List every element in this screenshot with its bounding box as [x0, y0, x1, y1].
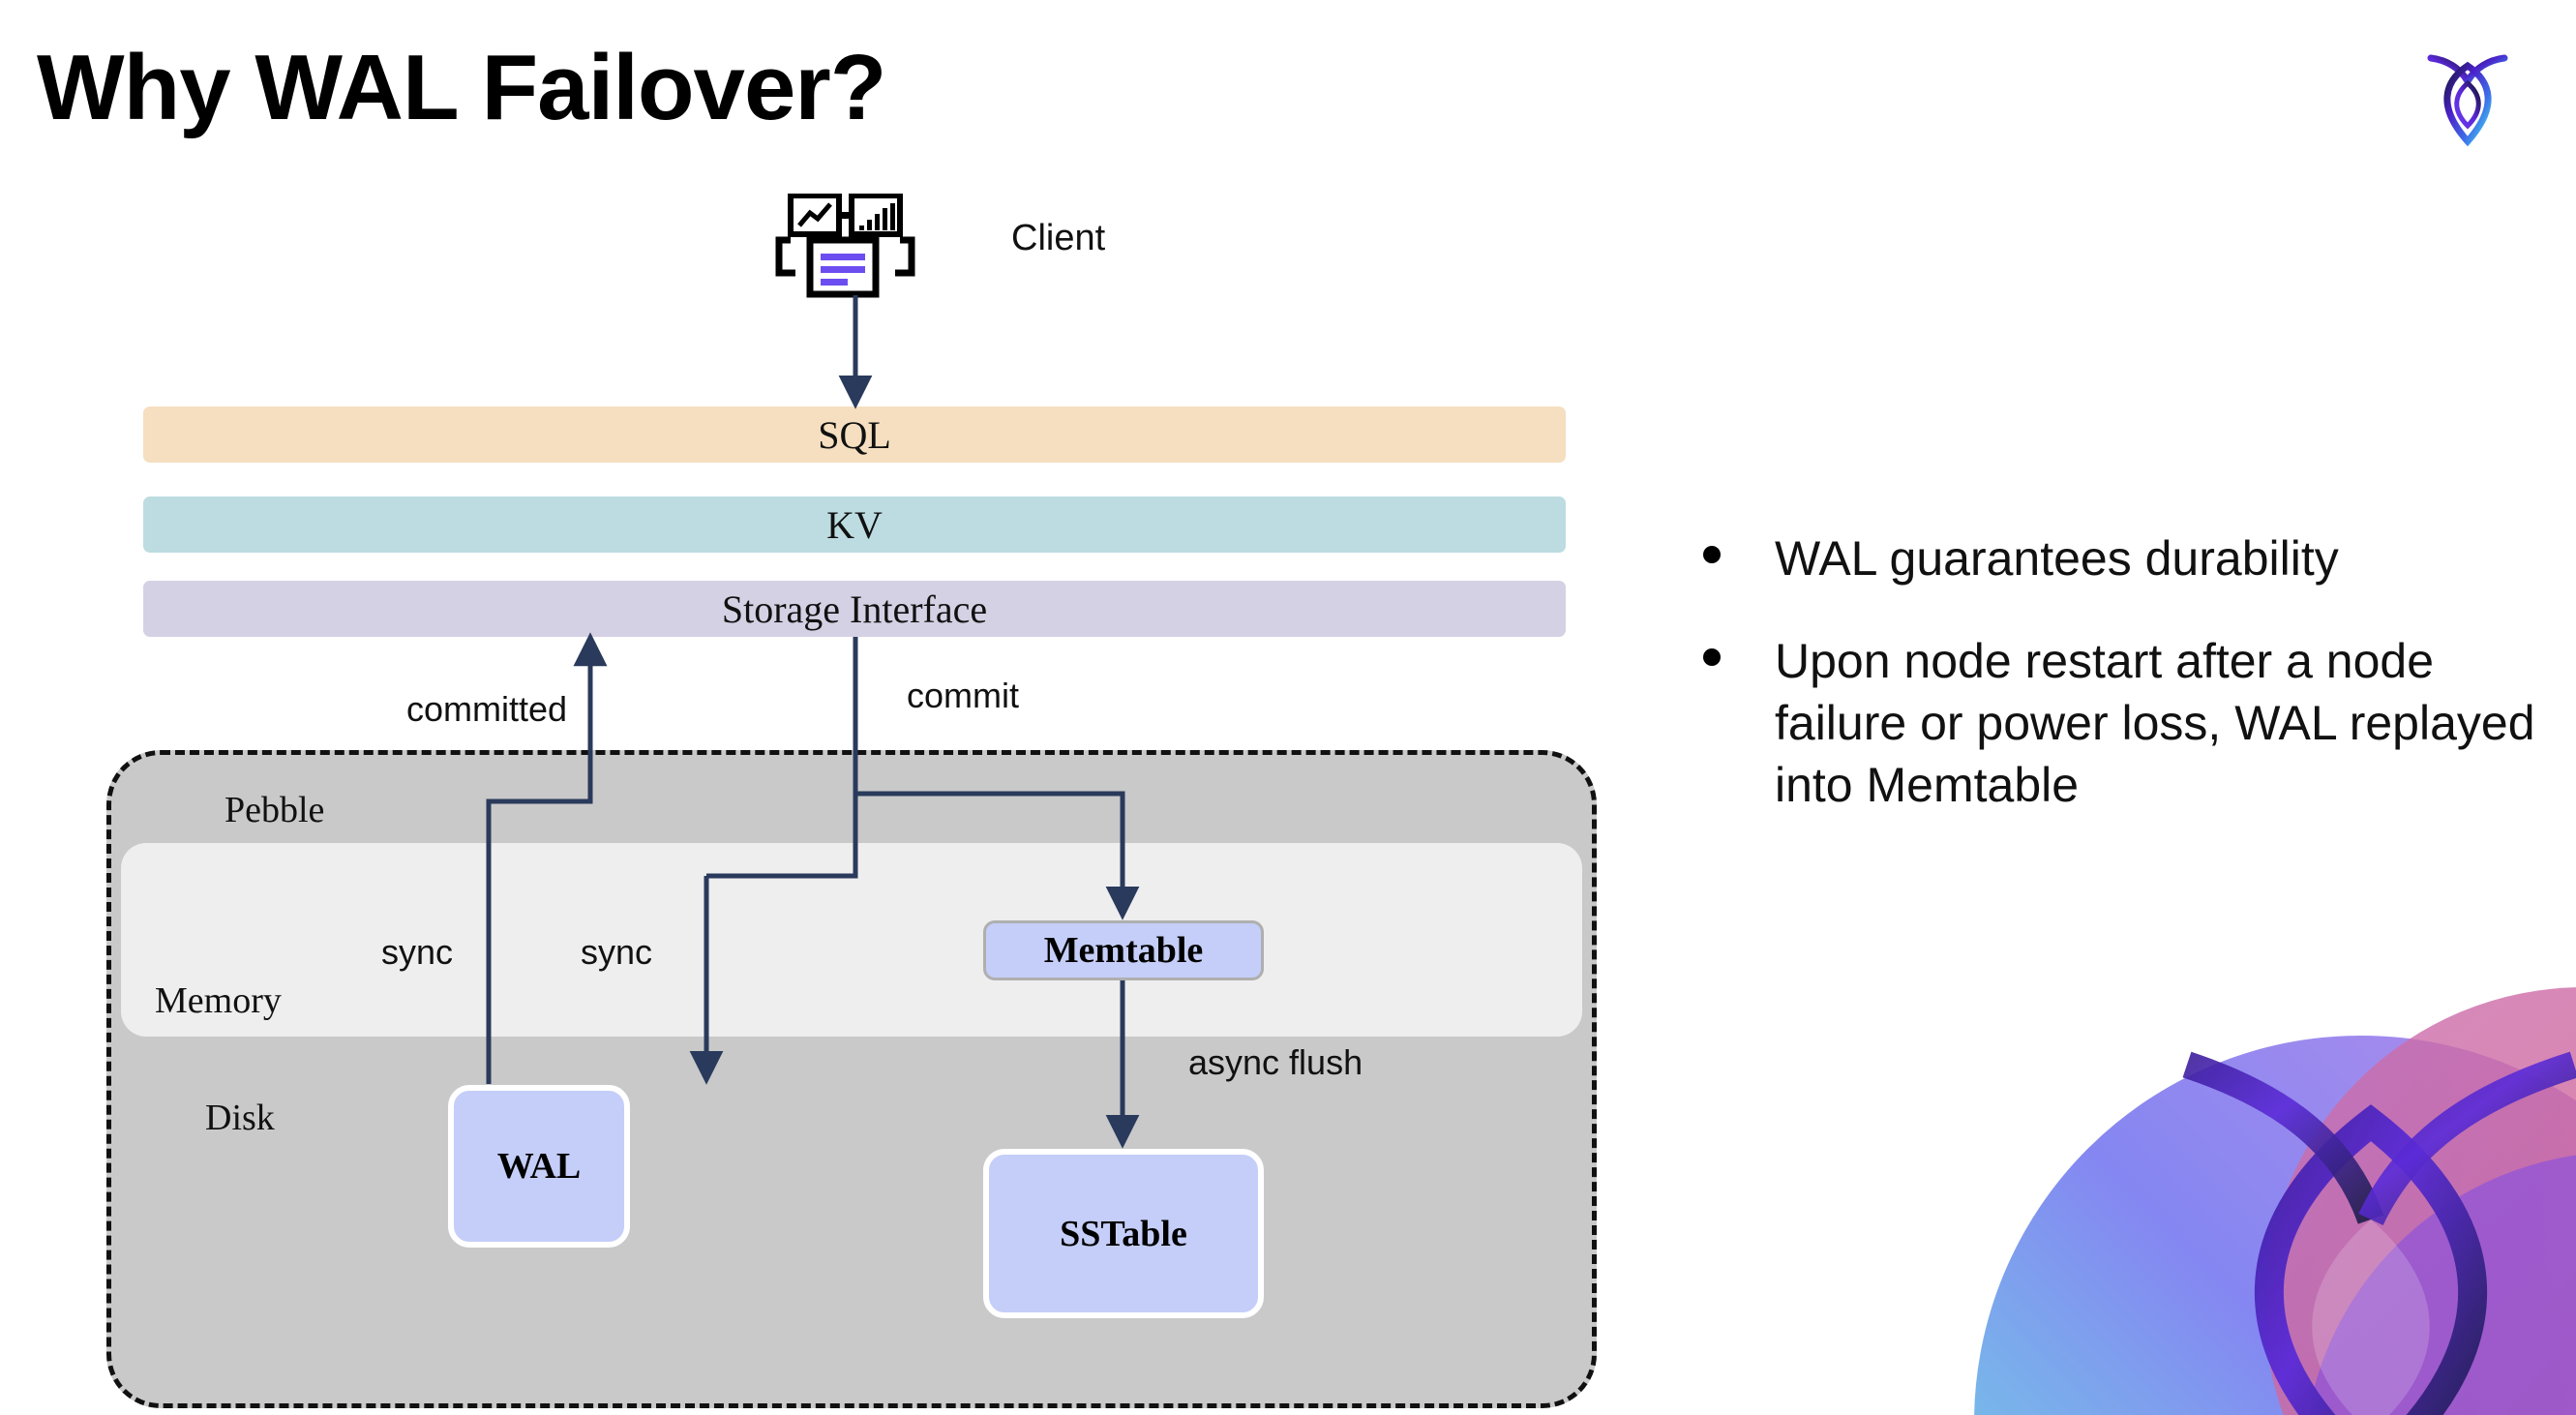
layer-bar-kv: KV	[143, 497, 1566, 553]
disk-zone-label: Disk	[205, 1098, 275, 1138]
edge-label-sync-right: sync	[581, 932, 653, 972]
bullet-dot-icon	[1703, 648, 1721, 666]
node-wal-label: WAL	[496, 1146, 582, 1187]
layer-bar-sql-label: SQL	[818, 412, 891, 457]
memory-zone-label: Memory	[155, 980, 282, 1021]
node-memtable-label: Memtable	[1043, 930, 1204, 971]
bullet-text: WAL guarantees durability	[1775, 531, 2339, 586]
layer-bar-kv-label: KV	[826, 502, 883, 547]
edge-label-commit: commit	[907, 676, 1019, 715]
page-title: Why WAL Failover?	[37, 36, 886, 139]
edge-label-sync-left: sync	[381, 932, 454, 972]
layer-bar-storage-interface: Storage Interface	[143, 581, 1566, 637]
list-item: Upon node restart after a node failure o…	[1703, 630, 2535, 816]
node-sstable: SSTable	[983, 1149, 1264, 1318]
node-wal: WAL	[448, 1085, 630, 1248]
bullet-dot-icon	[1703, 546, 1721, 563]
cockroachdb-logo-icon	[2410, 37, 2526, 153]
layer-bar-sql: SQL	[143, 406, 1566, 463]
cockroachdb-watermark-icon	[1955, 929, 2576, 1415]
edge-label-committed: committed	[406, 689, 568, 729]
client-workstation-icon	[769, 193, 929, 300]
edge-label-async-flush: async flush	[1188, 1042, 1363, 1082]
client-label: Client	[1011, 218, 1106, 258]
layer-bar-storage-interface-label: Storage Interface	[721, 587, 988, 631]
bullet-text: Upon node restart after a node failure o…	[1775, 634, 2535, 812]
node-sstable-label: SSTable	[1060, 1213, 1187, 1254]
bullet-list: WAL guarantees durability Upon node rest…	[1703, 527, 2535, 857]
node-memtable: Memtable	[983, 920, 1264, 980]
pebble-zone-label: Pebble	[225, 790, 325, 830]
memory-zone	[121, 843, 1582, 1037]
list-item: WAL guarantees durability	[1703, 527, 2535, 589]
